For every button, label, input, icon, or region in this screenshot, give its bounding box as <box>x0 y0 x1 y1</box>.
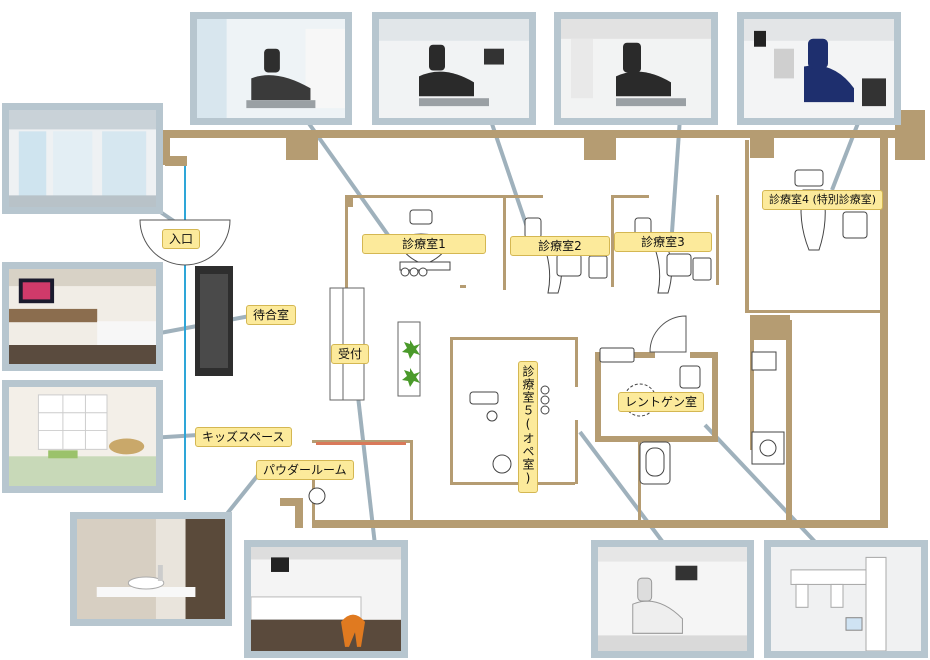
label-kids-space: キッズスペース <box>195 427 292 447</box>
label-xray: レントゲン室 <box>618 392 705 412</box>
photo-powder-room <box>70 512 232 626</box>
photo-room3 <box>554 12 718 125</box>
photo-room1 <box>190 12 352 125</box>
label-room1: 診療室1 <box>362 234 486 254</box>
photo-kids-space <box>2 380 163 493</box>
label-waiting-room: 待合室 <box>246 305 297 325</box>
label-room2: 診療室2 <box>510 236 610 256</box>
plant-icon <box>402 340 420 387</box>
photo-xray <box>764 540 928 658</box>
label-powder-room: パウダールーム <box>256 460 354 480</box>
planter <box>397 321 421 397</box>
label-room3: 診療室3 <box>614 232 712 252</box>
label-room4: 診療室4 (特別診療室) <box>762 190 884 210</box>
label-reception: 受付 <box>331 344 370 364</box>
label-room5: 診療室５(オペ室) <box>518 361 538 493</box>
label-entrance: 入口 <box>162 229 201 249</box>
photo-room4 <box>737 12 901 125</box>
photo-room2 <box>372 12 536 125</box>
xray-door <box>649 315 687 353</box>
photo-reception <box>244 540 408 658</box>
photo-waiting-room <box>2 262 163 371</box>
photo-room5 <box>591 540 754 658</box>
label-room5-text: 診療室５(オペ室) <box>521 365 535 486</box>
walls <box>162 110 925 528</box>
photo-entrance <box>2 103 163 214</box>
